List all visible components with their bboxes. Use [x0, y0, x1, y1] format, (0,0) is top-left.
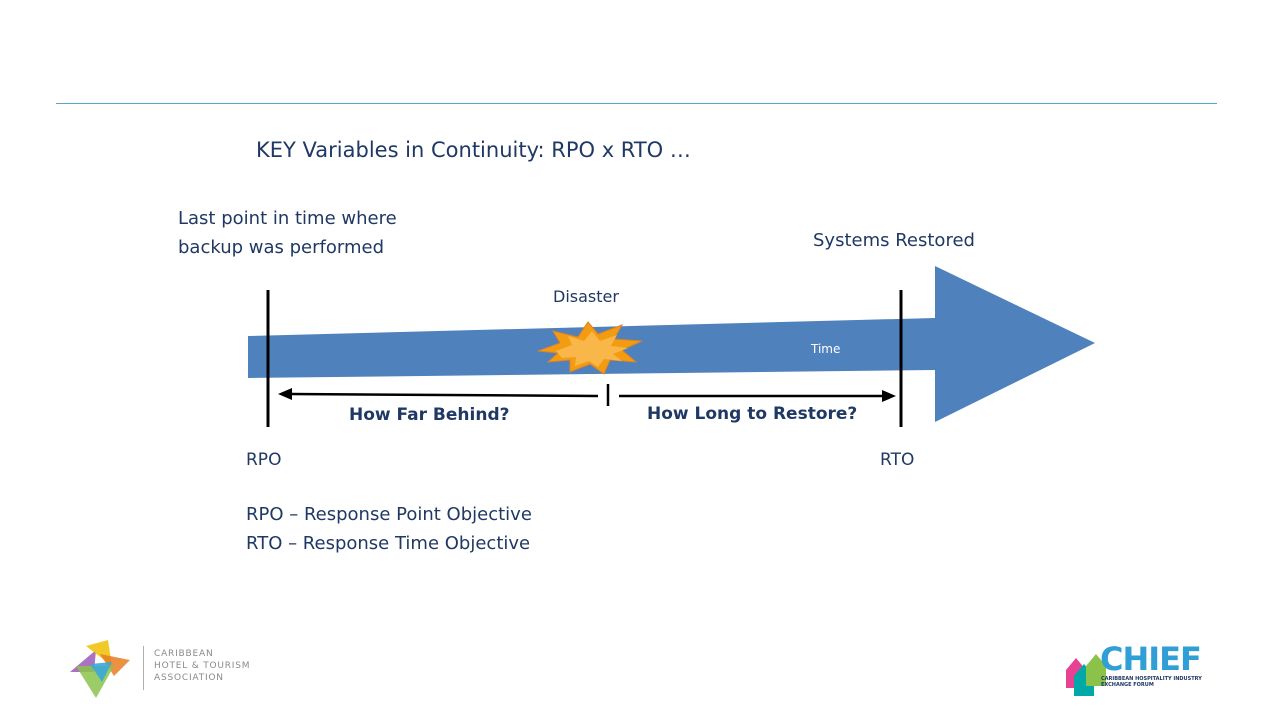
cta-star-logo-icon: [70, 640, 130, 698]
last-backup-point-label: Last point in time where backup was perf…: [178, 208, 397, 258]
chief-logo-subtitle: CARIBBEAN HOSPITALITY INDUSTRY EXCHANGE …: [1101, 676, 1202, 688]
chief-logo-word: CHIEF: [1100, 640, 1202, 678]
rpo-label: RPO: [246, 450, 282, 470]
time-axis-label: Time: [811, 342, 841, 356]
slide-title: KEY Variables in Continuity: RPO x RTO …: [256, 138, 691, 162]
how-long-to-restore-label: How Long to Restore?: [647, 404, 858, 424]
chief-logo-icon: [1066, 654, 1106, 696]
rto-definition: RTO – Response Time Objective: [246, 533, 531, 554]
rto-label: RTO: [880, 450, 915, 470]
cta-logo-text: CARIBBEAN HOTEL & TOURISM ASSOCIATION: [154, 649, 251, 683]
how-far-behind-arrow: [289, 392, 599, 398]
header-divider: [56, 103, 1217, 104]
how-long-arrowhead: [882, 390, 896, 402]
systems-restored-label: Systems Restored: [813, 230, 975, 251]
how-far-behind-arrowhead: [278, 388, 292, 400]
disaster-burst-icon: [537, 321, 643, 375]
disaster-label: Disaster: [553, 287, 619, 306]
how-far-behind-label: How Far Behind?: [349, 405, 510, 425]
rpo-definition: RPO – Response Point Objective: [246, 504, 532, 525]
time-arrow: [248, 266, 1095, 422]
footer-logo-divider: [143, 646, 144, 690]
